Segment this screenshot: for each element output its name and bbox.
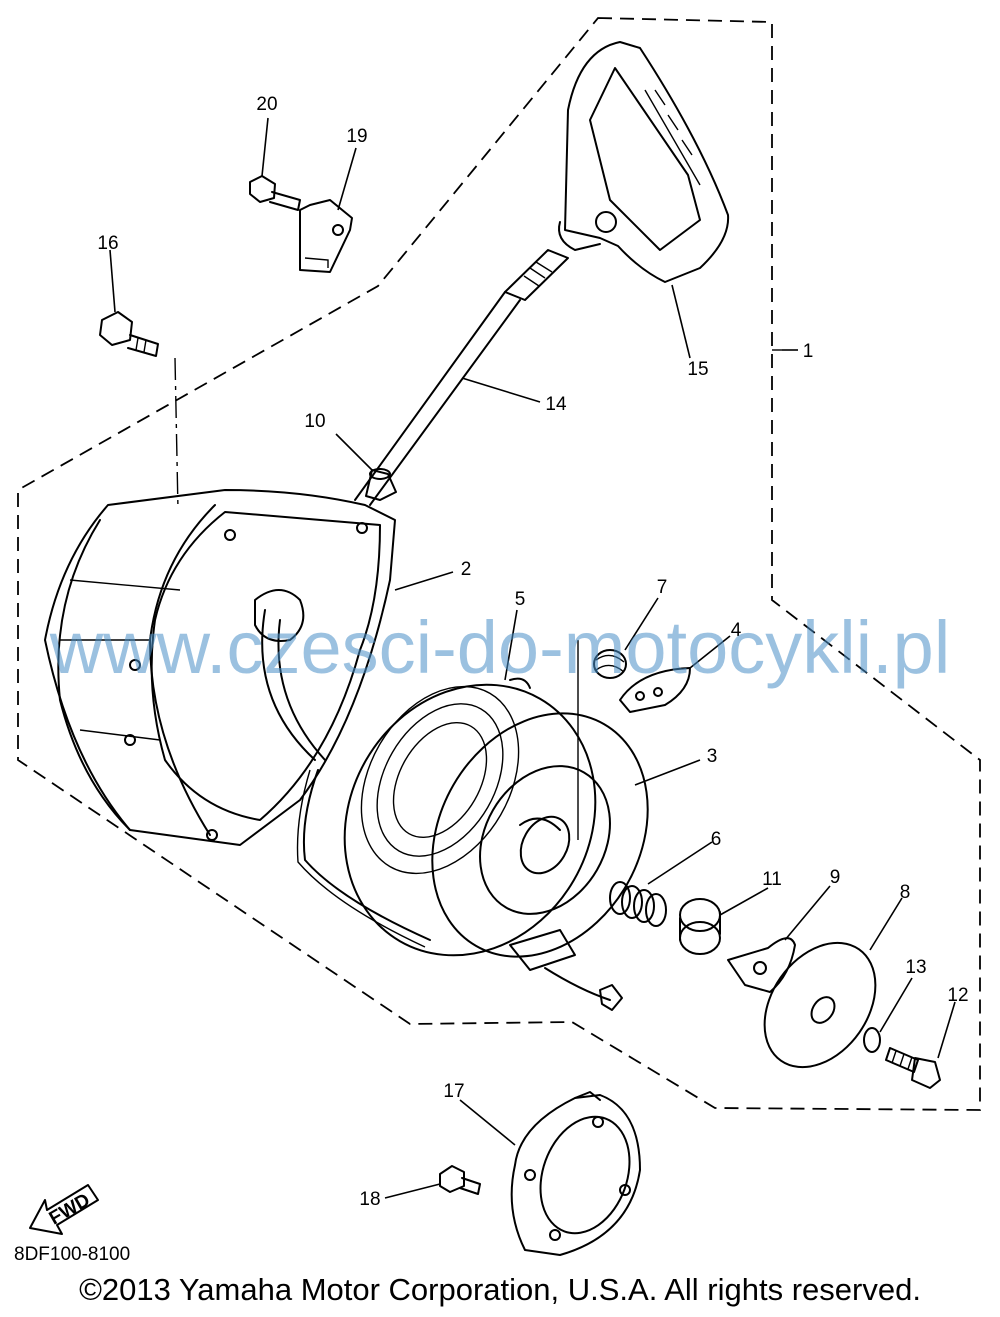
- fwd-arrow-icon: FWD: [29, 1184, 99, 1235]
- cover-plate: [763, 941, 877, 1069]
- washer: [863, 1027, 881, 1053]
- sheave-drum: [343, 683, 649, 1011]
- label-part-3: 3: [707, 746, 718, 767]
- label-part-2: 2: [461, 559, 472, 580]
- clip-19: [299, 199, 353, 273]
- recoil-spring: [360, 677, 531, 875]
- label-part-9: 9: [830, 867, 841, 888]
- label-part-11: 11: [762, 869, 782, 890]
- label-part-16: 16: [97, 233, 118, 254]
- label-part-15: 15: [687, 359, 708, 380]
- compression-spring: [609, 881, 667, 927]
- label-part-7: 7: [657, 577, 668, 598]
- copyright-notice: ©2013 Yamaha Motor Corporation, U.S.A. A…: [79, 1272, 921, 1307]
- bolt-16: [99, 311, 159, 357]
- label-part-13: 13: [905, 957, 926, 978]
- label-part-4: 4: [731, 620, 742, 641]
- label-part-20: 20: [256, 94, 277, 115]
- bolt-18: [439, 1165, 481, 1195]
- collar: [679, 898, 721, 955]
- rope-route: [302, 769, 431, 941]
- bolt-16-axis: [174, 357, 179, 511]
- watermark-text: www.czesci-do-motocykli.pl: [49, 606, 951, 689]
- rope-guide: [365, 468, 397, 501]
- label-part-8: 8: [900, 882, 911, 903]
- starter-rope: [354, 249, 569, 506]
- label-part-12: 12: [947, 985, 968, 1006]
- label-part-1: 1: [803, 341, 814, 362]
- pawl-spring: [593, 649, 627, 679]
- label-part-19: 19: [346, 126, 367, 147]
- label-part-6: 6: [711, 829, 722, 850]
- label-part-10: 10: [304, 411, 325, 432]
- bolt-20: [249, 175, 301, 211]
- leader-lines: [109, 117, 956, 1199]
- drive-plate: [727, 937, 796, 993]
- starter-handle: [558, 41, 730, 283]
- label-part-18: 18: [359, 1189, 380, 1210]
- part-labels: 1 2 3 4 5 6 7 8 9 10 11 12 13 14 15 16 1…: [97, 94, 968, 1210]
- starter-case: [44, 489, 396, 846]
- label-part-5: 5: [515, 589, 526, 610]
- label-part-17: 17: [443, 1081, 464, 1102]
- bolt-12: [885, 1047, 941, 1089]
- starter-pulley: [510, 1091, 641, 1256]
- label-part-14: 14: [545, 394, 567, 415]
- diagram-code: 8DF100-8100: [14, 1244, 131, 1265]
